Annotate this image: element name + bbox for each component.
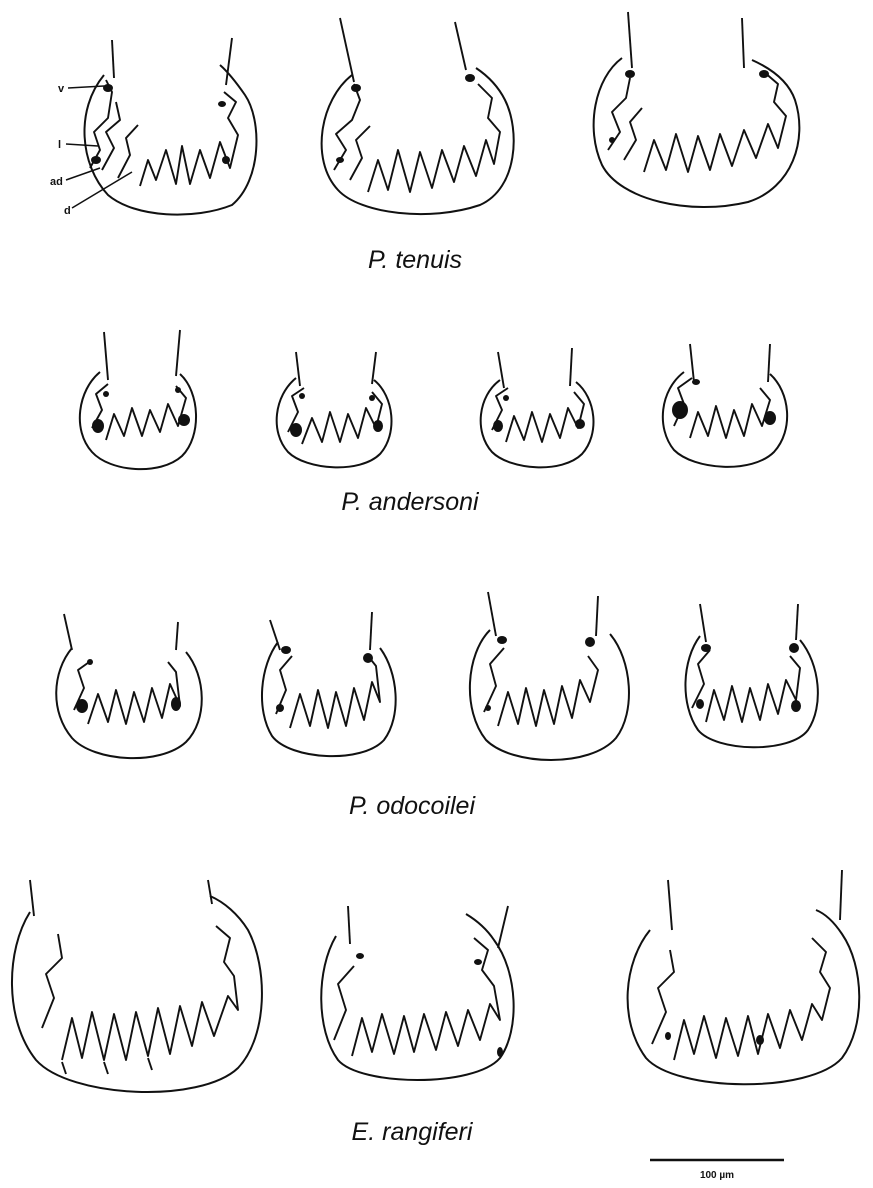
bursa-drawing-e-rangiferi-3 (628, 870, 860, 1084)
species-label-p-tenuis: P. tenuis (368, 246, 462, 274)
label-v: v (58, 83, 65, 95)
label-ad: ad (50, 176, 63, 188)
bursa-drawing-e-rangiferi-1 (12, 880, 262, 1092)
bursa-drawing-p-andersoni-3 (481, 348, 594, 467)
scale-bar-label: 100 µm (700, 1170, 734, 1181)
bursa-drawing-p-andersoni-2 (277, 352, 392, 467)
bursa-drawing-p-odocoilei-4 (685, 604, 817, 747)
bursa-drawing-p-andersoni-1 (80, 330, 196, 469)
bursa-drawing-p-odocoilei-3 (470, 592, 629, 760)
bursa-drawing-p-odocoilei-2 (262, 612, 396, 756)
species-label-e-rangiferi: E. rangiferi (352, 1118, 474, 1146)
bursa-drawing-p-tenuis-2 (322, 18, 514, 214)
bursa-drawing-p-tenuis-3 (594, 12, 800, 207)
bursa-drawing-e-rangiferi-2 (321, 906, 513, 1080)
bursa-drawing-p-odocoilei-1 (56, 614, 202, 758)
label-l: l (58, 139, 61, 151)
scale-bar: 100 µm (650, 1160, 784, 1181)
species-label-p-andersoni: P. andersoni (341, 488, 480, 516)
label-d: d (64, 205, 71, 217)
bursa-drawing-p-andersoni-4 (663, 344, 787, 467)
anatomy-labels: v l ad d (50, 83, 132, 217)
species-label-p-odocoilei: P. odocoilei (349, 792, 476, 820)
bursa-drawing-p-tenuis-1 (84, 38, 256, 215)
